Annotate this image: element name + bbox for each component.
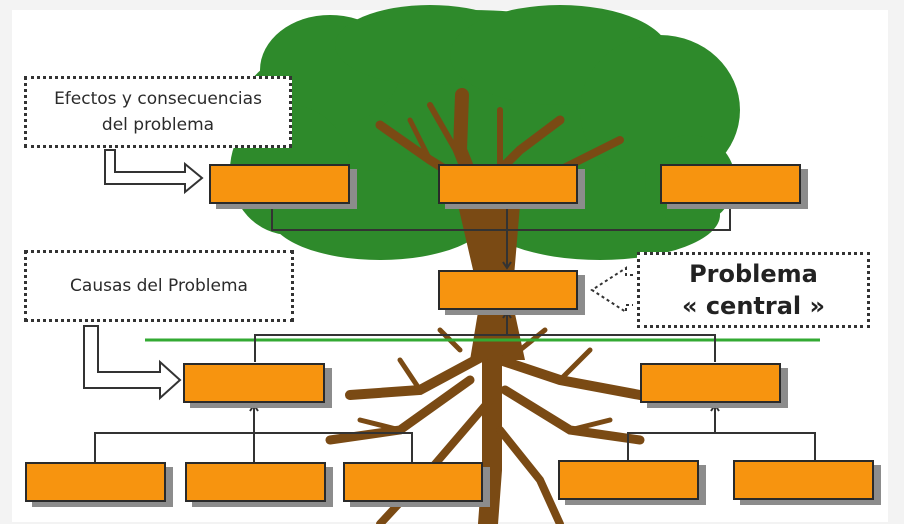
note-arrows	[83, 149, 633, 401]
root-cause-box-2	[185, 462, 326, 502]
central-problem-note: Problema « central »	[637, 252, 870, 328]
effects-note: Efectos y consecuencias del problema	[24, 76, 292, 148]
root-cause-box-1	[25, 462, 166, 502]
root-cause-box-3	[343, 462, 483, 502]
effect-box-1	[209, 164, 350, 204]
causes-note-label: Causas del Problema	[70, 276, 248, 296]
effects-note-line1: Efectos y consecuencias	[54, 89, 262, 109]
effects-arrow-icon	[104, 149, 204, 195]
central-arrow-icon	[590, 266, 633, 314]
root-cause-box-4	[558, 460, 699, 500]
cause-box-left	[183, 363, 325, 403]
effect-box-2	[438, 164, 578, 204]
root-cause-box-5	[733, 460, 874, 500]
causes-note: Causas del Problema	[24, 250, 294, 322]
effect-box-3	[660, 164, 801, 204]
arrowheads	[249, 261, 720, 412]
cause-box-right	[640, 363, 781, 403]
central-note-line2: « central »	[681, 292, 826, 320]
central-problem-box	[438, 270, 578, 310]
connector-lines	[94, 205, 816, 462]
central-note-line1: Problema	[689, 260, 818, 288]
causes-arrow-icon	[83, 325, 182, 401]
effects-note-line2: del problema	[101, 115, 215, 135]
